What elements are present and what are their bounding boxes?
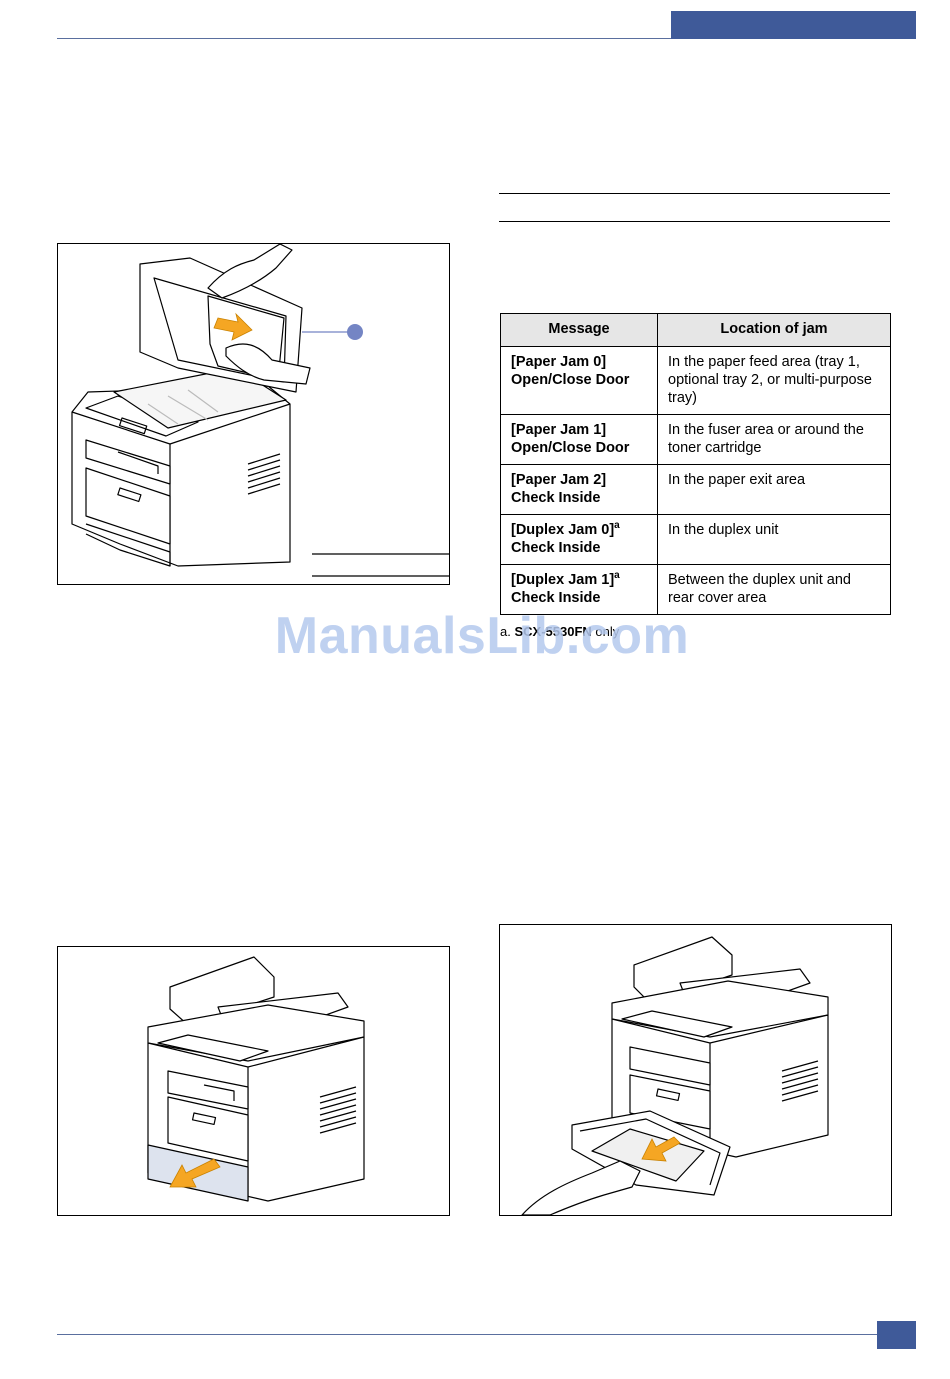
footnote-text: only [591, 624, 620, 639]
location-cell: In the paper feed area (tray 1, optional… [657, 346, 891, 415]
jam-message-table: Message Location of jam [Paper Jam 0] Ope… [500, 313, 891, 615]
figure-remove-jammed-paper-tray [499, 924, 892, 1216]
column-header-location: Location of jam [657, 313, 891, 347]
footer-page-tab [877, 1321, 916, 1349]
message-code: [Duplex Jam 0] [511, 522, 615, 538]
message-code: [Paper Jam 1] [511, 422, 607, 438]
message-action: Check Inside [511, 540, 601, 556]
location-cell: Between the duplex unit and rear cover a… [657, 564, 891, 615]
footnote-model: SCX-5530FN [514, 624, 592, 639]
header-rule [57, 38, 671, 39]
location-cell: In the fuser area or around the toner ca… [657, 414, 891, 465]
figure-pull-out-tray [57, 946, 450, 1216]
message-cell: [Paper Jam 1] Open/Close Door [500, 414, 658, 465]
table-row: [Paper Jam 0] Open/Close Door In the pape… [500, 346, 891, 415]
tray-jam-removal-illustration [521, 936, 829, 1215]
footnote-marker: a [614, 570, 620, 582]
section-rule-1 [499, 193, 890, 194]
callout-dot-icon [347, 324, 363, 340]
location-cell: In the duplex unit [657, 514, 891, 565]
message-code: [Paper Jam 2] [511, 472, 607, 488]
table-header-row: Message Location of jam [500, 313, 891, 347]
watermark: ManualsLib.com [274, 607, 690, 665]
table-footnote: a. SCX-5530FN only [500, 624, 619, 639]
figure-remove-paper-scanner [57, 243, 450, 585]
push-arrow-icon [213, 312, 253, 341]
location-cell: In the paper exit area [657, 464, 891, 515]
message-action: Check Inside [511, 590, 601, 606]
table-row: [Paper Jam 2] Check Inside In the paper e… [500, 464, 891, 515]
message-action: Open/Close Door [511, 440, 630, 456]
message-action: Check Inside [511, 490, 601, 506]
pull-arrow-icon [169, 1158, 221, 1188]
message-cell: [Paper Jam 2] Check Inside [500, 464, 658, 515]
column-header-message: Message [500, 313, 658, 347]
message-code: [Duplex Jam 1] [511, 572, 615, 588]
remove-arrow-icon [641, 1136, 681, 1162]
printer-tray-pull-illustration [147, 956, 365, 1202]
section-rule-2 [499, 221, 890, 222]
message-action: Open/Close Door [511, 372, 630, 388]
message-code: [Paper Jam 0] [511, 354, 607, 370]
footnote-label: a. [500, 624, 511, 639]
table-row: [Paper Jam 1] Open/Close Door In the fuse… [500, 414, 891, 465]
header-tab [671, 11, 916, 39]
message-cell: [Paper Jam 0] Open/Close Door [500, 346, 658, 415]
footnote-marker: a [614, 520, 620, 532]
footer-rule [57, 1334, 877, 1335]
printer-lid-open-illustration [71, 244, 449, 577]
